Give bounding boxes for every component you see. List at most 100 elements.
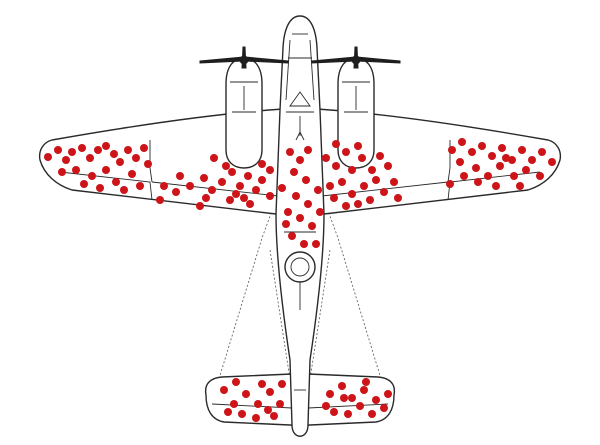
- damage-dot: [282, 220, 290, 228]
- damage-dot: [68, 148, 76, 156]
- damage-dot: [348, 394, 356, 402]
- damage-dot: [360, 386, 368, 394]
- damage-dot: [116, 158, 124, 166]
- damage-dot: [488, 152, 496, 160]
- damage-dot: [244, 172, 252, 180]
- damage-dot: [290, 168, 298, 176]
- damage-dot: [338, 382, 346, 390]
- damage-dot: [394, 194, 402, 202]
- damage-dot: [332, 140, 340, 148]
- damage-dot: [230, 400, 238, 408]
- damage-dot: [522, 166, 530, 174]
- damage-dot: [478, 142, 486, 150]
- damage-dot: [144, 160, 152, 168]
- damage-dot: [340, 394, 348, 402]
- damage-dot: [54, 146, 62, 154]
- damage-dot: [380, 188, 388, 196]
- damage-dot: [468, 148, 476, 156]
- damage-dot: [110, 150, 118, 158]
- damage-dot: [446, 180, 454, 188]
- damage-dot: [220, 386, 228, 394]
- damage-dot: [304, 200, 312, 208]
- damage-dot: [288, 232, 296, 240]
- damage-dot: [368, 410, 376, 418]
- damage-dot: [322, 402, 330, 410]
- damage-dot: [172, 188, 180, 196]
- fuselage: [275, 15, 325, 437]
- left-engine-nacelle: [199, 46, 289, 169]
- damage-dot: [342, 148, 350, 156]
- damage-dot: [136, 182, 144, 190]
- damage-dot: [232, 190, 240, 198]
- damage-dot: [196, 202, 204, 210]
- damage-dot: [232, 378, 240, 386]
- damage-dot: [80, 180, 88, 188]
- damage-dot: [252, 414, 260, 422]
- damage-dot: [330, 194, 338, 202]
- damage-dot: [390, 178, 398, 186]
- damage-dot: [200, 174, 208, 182]
- damage-dot: [176, 172, 184, 180]
- damage-dot: [472, 164, 480, 172]
- damage-dot: [342, 202, 350, 210]
- damage-dot: [484, 172, 492, 180]
- right-engine-nacelle: [311, 46, 401, 169]
- damage-dot: [258, 176, 266, 184]
- damage-dot: [296, 156, 304, 164]
- damage-dot: [132, 154, 140, 162]
- damage-dot: [128, 170, 136, 178]
- damage-dot: [518, 146, 526, 154]
- damage-dot: [330, 408, 338, 416]
- damage-dot: [276, 400, 284, 408]
- damage-dot: [278, 380, 286, 388]
- damage-dot: [228, 168, 236, 176]
- damage-dot: [62, 156, 70, 164]
- damage-dot: [498, 144, 506, 152]
- damage-dot: [548, 158, 556, 166]
- damage-dot: [240, 194, 248, 202]
- damage-dot: [264, 406, 272, 414]
- damage-dot: [362, 378, 370, 386]
- damage-dot: [266, 388, 274, 396]
- damage-dot: [458, 138, 466, 146]
- damage-dot: [492, 182, 500, 190]
- damage-dot: [358, 154, 366, 162]
- damage-dot: [326, 390, 334, 398]
- damage-dot: [94, 146, 102, 154]
- damage-dot: [354, 200, 362, 208]
- damage-dot: [186, 182, 194, 190]
- damage-dot: [474, 178, 482, 186]
- damage-dot: [314, 186, 322, 194]
- damage-dot: [456, 158, 464, 166]
- damage-dot: [44, 153, 52, 161]
- damage-dot: [326, 182, 334, 190]
- damage-dot: [302, 176, 310, 184]
- damage-dot: [278, 184, 286, 192]
- damage-dot: [210, 154, 218, 162]
- damage-dot: [366, 196, 374, 204]
- damage-dot: [510, 172, 518, 180]
- damage-dot: [286, 148, 294, 156]
- damage-dot: [258, 380, 266, 388]
- damage-dot: [338, 178, 346, 186]
- damage-dot: [284, 208, 292, 216]
- damage-dot: [266, 192, 274, 200]
- damage-dot: [460, 172, 468, 180]
- damage-dot: [322, 154, 330, 162]
- damage-dot: [384, 390, 392, 398]
- damage-dot: [86, 154, 94, 162]
- damage-dot: [496, 162, 504, 170]
- damage-dot: [372, 396, 380, 404]
- damage-dot: [72, 166, 80, 174]
- damage-dot: [308, 222, 316, 230]
- damage-dot: [156, 196, 164, 204]
- damage-dot: [372, 176, 380, 184]
- damage-dot: [254, 400, 262, 408]
- damage-dot: [58, 168, 66, 176]
- damage-dot: [304, 146, 312, 154]
- damage-dot: [292, 192, 300, 200]
- damage-dot: [536, 172, 544, 180]
- damage-dot: [368, 166, 376, 174]
- damage-dot: [160, 182, 168, 190]
